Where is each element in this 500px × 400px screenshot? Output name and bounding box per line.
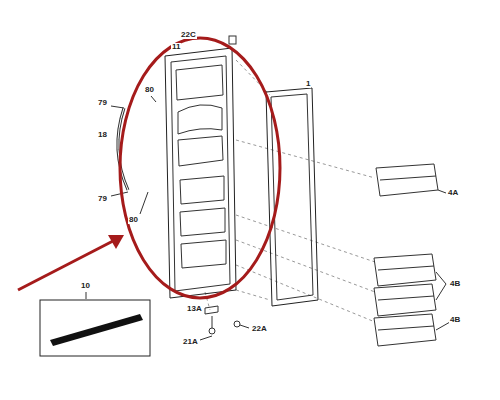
callout-number: 10 [80, 282, 91, 290]
callout-number: 80 [128, 216, 139, 224]
callout-number: 13A [186, 305, 203, 313]
callout-number: 79 [97, 99, 108, 107]
callout-number: 4B [449, 280, 461, 288]
callout-number: 4A [447, 189, 459, 197]
callout-number: 1 [305, 80, 311, 88]
callout-number: 79 [97, 195, 108, 203]
callout-number: 11 [171, 43, 181, 51]
callout-number: 80 [144, 86, 155, 94]
callout-number: 18 [97, 131, 108, 139]
callout-number: 22A [251, 325, 268, 333]
callout-number: 4B [449, 316, 461, 324]
callout-number: 21A [182, 338, 199, 346]
callout-number: 22C [180, 31, 197, 39]
